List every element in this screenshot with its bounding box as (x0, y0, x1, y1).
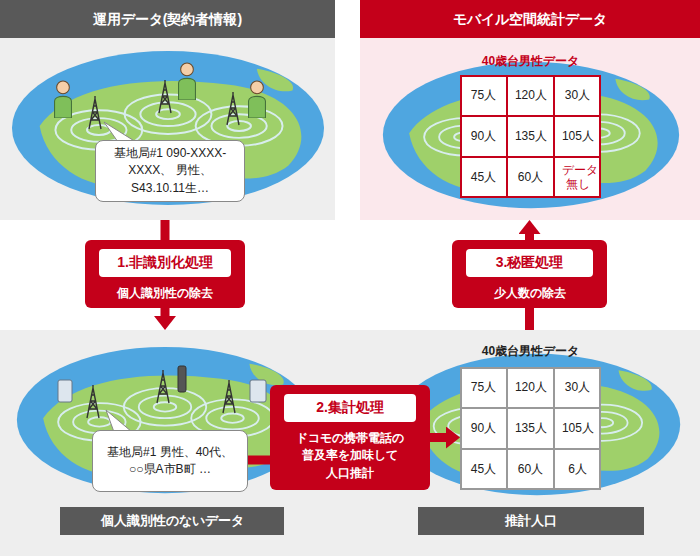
grid-cell-text: 105人 (562, 422, 593, 436)
process-box: 1.非識別化処理個人識別性の除去 (85, 240, 245, 308)
grid-cell: 30人 (554, 367, 601, 408)
grid-cell: 90人 (460, 408, 507, 449)
globe-anonymous-data-part (250, 380, 266, 402)
panel-heading: モバイル空間統計データ (360, 0, 700, 38)
process-note: 個人識別性の除去 (93, 285, 237, 302)
grid-cell-text: 135人 (515, 130, 546, 144)
grid-cell-text: 90人 (468, 422, 499, 436)
process-box: 2.集計処理ドコモの携帯電話の 普及率を加味して 人口推計 (270, 385, 430, 490)
grid-cell: 120人 (507, 367, 554, 408)
grid-cell: 75人 (460, 75, 507, 116)
grid-cell: 105人 (554, 116, 601, 157)
flow-arrow (161, 308, 170, 316)
grid-cell-text: 60人 (515, 171, 546, 185)
flow-arrow (430, 433, 446, 442)
grid-cell-text: 120人 (515, 381, 546, 395)
grid-cell: 135人 (507, 116, 554, 157)
grid-cell: 75人 (460, 367, 507, 408)
grid-heading: 40歳台男性データ (460, 50, 601, 72)
grid-cell: 120人 (507, 75, 554, 116)
grid-cell: 6人 (554, 449, 601, 490)
globe-anonymous-data-part (58, 380, 72, 402)
flow-arrow (161, 220, 170, 240)
grid-cell: データ 無し (554, 157, 601, 198)
grid-cell: 105人 (554, 408, 601, 449)
grid-cell-text: 75人 (468, 89, 499, 103)
panel-heading: 運用データ(契約者情報) (0, 0, 335, 38)
caption-band-text: 個人識別性のないデータ (101, 512, 244, 530)
grid-cell: 60人 (507, 157, 554, 198)
grid-cell-text: 135人 (515, 422, 546, 436)
globe-statistics (383, 62, 679, 208)
process-box: 3.秘匿処理少人数の除去 (452, 240, 607, 308)
process-note: 少人数の除去 (460, 285, 599, 302)
globe-original-data-part (55, 81, 72, 118)
globe-anonymous-data-part (178, 366, 186, 392)
grid-cell: 60人 (507, 449, 554, 490)
process-title: 2.集計処理 (284, 394, 416, 422)
grid-cell-text: 75人 (468, 381, 499, 395)
grid-cell: 45人 (460, 449, 507, 490)
grid-cell-text: 60人 (515, 463, 546, 477)
globe-original-data-part (227, 92, 239, 125)
grid-cell: 90人 (460, 116, 507, 157)
globe-original-data-part (12, 51, 324, 205)
grid-cell-text: 30人 (562, 381, 593, 395)
globe-statistics-part (383, 62, 679, 208)
globe-anonymous-data-part (223, 380, 235, 413)
globe-anonymous-data (17, 347, 313, 493)
grid-cell-text: 120人 (515, 89, 546, 103)
flow-arrow (248, 456, 270, 465)
globe-anonymous-data-part (87, 385, 99, 418)
process-title: 3.秘匿処理 (466, 249, 593, 277)
grid-cell-text: 90人 (468, 130, 499, 144)
globe-anonymous-data-part (17, 347, 313, 493)
grid-cell-text: 6人 (562, 463, 593, 477)
globe-original-data-part (179, 63, 196, 100)
globe-original-data (12, 51, 324, 205)
globe-anonymous-data-part (106, 410, 132, 432)
globe-original-data-part (159, 80, 171, 113)
grid-cell-text: データ 無し (562, 164, 593, 192)
caption-band: 推計人口 (418, 507, 644, 535)
grid-cell: 135人 (507, 408, 554, 449)
globe-original-data-part (89, 96, 101, 129)
callout-bubble-text: 基地局#1 男性、40代、 ○○県A市B町 … (99, 444, 241, 479)
callout-bubble-text: 基地局#1 090-XXXX-XXXX、 男性、S43.10.11生… (102, 145, 238, 197)
callout-bubble: 基地局#1 090-XXXX-XXXX、 男性、S43.10.11生… (95, 140, 245, 202)
globe-estimate (394, 354, 680, 495)
grid-cell-text: 45人 (468, 171, 499, 185)
caption-band-text: 推計人口 (505, 512, 557, 530)
globe-anonymous-data-part (157, 370, 169, 403)
grid-heading: 40歳台男性データ (460, 340, 601, 362)
grid-cell: 45人 (460, 157, 507, 198)
callout-bubble: 基地局#1 男性、40代、 ○○県A市B町 … (92, 430, 248, 492)
grid-cell: 30人 (554, 75, 601, 116)
caption-band: 個人識別性のないデータ (60, 507, 284, 535)
process-title: 1.非識別化処理 (99, 249, 231, 277)
globe-original-data-part (104, 122, 136, 142)
grid-cell-text: 45人 (468, 463, 499, 477)
grid-cell-text: 105人 (562, 130, 593, 144)
grid-cell-text: 30人 (562, 89, 593, 103)
globe-estimate-part (394, 354, 680, 495)
flow-arrow (525, 308, 534, 330)
globe-original-data-part (249, 81, 266, 118)
process-note: ドコモの携帯電話の 普及率を加味して 人口推計 (278, 430, 422, 482)
